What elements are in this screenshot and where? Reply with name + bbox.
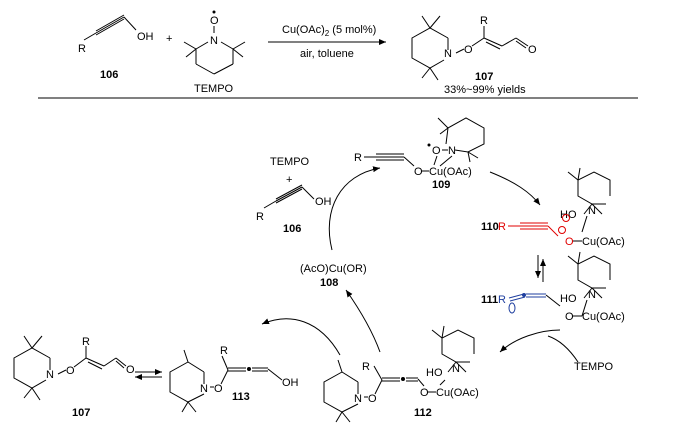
- i112-r-group: R: [362, 361, 370, 373]
- equilibrium-107-113: [135, 369, 162, 380]
- i113-r-group: R: [220, 345, 228, 357]
- i110-nitrogen: N: [588, 205, 596, 217]
- i109-oxygen-cu: O: [414, 166, 423, 178]
- i112-oxygen-cu: O: [420, 387, 429, 399]
- cycle-hydroxyl: OH: [315, 196, 332, 208]
- intermediate-112: N O R O Cu(OAc) N HO 112: [323, 325, 479, 423]
- cycle-product-oxygen: O: [66, 365, 75, 377]
- i110-oxygen-cu: O: [565, 236, 574, 248]
- intermediate-113: N O R OH 113: [169, 345, 299, 413]
- tempo-label: TEMPO: [194, 83, 234, 95]
- compound-107-top: N O R O 107 33%~99% yields: [411, 15, 537, 96]
- i113-oxygen: O: [214, 383, 223, 395]
- product-oxygen: O: [464, 44, 473, 56]
- top-reaction: R OH 106 + O N TEMPO Cu(OAc)2 (5 mol%) a…: [78, 10, 537, 96]
- arrow-109-to-110: [489, 171, 541, 206]
- intermediate-109: R O Cu(OAc) O N 109: [354, 117, 485, 191]
- r-group-label: R: [78, 43, 86, 55]
- i112-nitrogen-right: N: [452, 363, 460, 375]
- i109-oxygen-radical: O: [432, 145, 441, 157]
- arrow-111-to-112: [499, 329, 561, 353]
- i112-hydroxy: HO: [426, 367, 443, 379]
- i113-number: 113: [232, 391, 250, 403]
- i109-nitrogen: N: [448, 145, 456, 157]
- catalyst-conditions: Cu(OAc)2 (5 mol%): [282, 24, 376, 38]
- arrow-112-to-113: [261, 318, 341, 356]
- arrow-112-to-108: [345, 289, 381, 353]
- tempo-incoming-arrow: [547, 335, 579, 363]
- solvent-conditions: air, toluene: [300, 48, 354, 60]
- cycle-number-106: 106: [283, 223, 301, 235]
- i112-copper: Cu(OAc): [436, 387, 479, 399]
- tempo-nitrogen: N: [210, 35, 218, 47]
- i109-copper: Cu(OAc): [429, 166, 472, 178]
- product-r-group: R: [480, 15, 488, 27]
- catalyst-number: 108: [320, 277, 338, 289]
- aldehyde-oxygen: O: [528, 44, 537, 56]
- compound-107-cycle: N O R O 107: [13, 335, 135, 419]
- cycle-product-nitrogen: N: [46, 369, 54, 381]
- cycle-r-group: R: [256, 211, 264, 223]
- i109-r-group: R: [354, 152, 362, 164]
- tempo-incoming-label: TEMPO: [574, 361, 614, 373]
- tempo-oxygen-radical: O: [210, 15, 219, 27]
- cycle-product-r-group: R: [82, 336, 90, 348]
- compound-106-top: R OH 106: [78, 14, 154, 81]
- i111-oxygen-cu: O: [565, 311, 574, 323]
- tempo-structure: O N TEMPO: [183, 10, 246, 95]
- i111-copper: Cu(OAc): [582, 311, 625, 323]
- yield-range: 33%~99% yields: [444, 84, 526, 96]
- cycle-reagents: TEMPO + R OH 106: [256, 156, 332, 235]
- i111-number: 111: [481, 294, 498, 306]
- compound-number-107: 107: [475, 71, 493, 83]
- catalyst-formula: (AcO)Cu(OR): [300, 263, 367, 275]
- i110-copper: Cu(OAc): [582, 236, 625, 248]
- cycle-arrows: [261, 166, 579, 363]
- i110-r-group: R: [498, 221, 506, 233]
- cycle-plus-sign: +: [286, 174, 292, 186]
- hydroxyl-label: OH: [137, 31, 154, 43]
- plus-sign: +: [166, 33, 172, 45]
- catalytic-cycle: TEMPO + R OH 106 R O Cu(OAc) O N: [13, 117, 625, 423]
- i110-number: 110: [481, 221, 499, 233]
- intermediate-110: N HO 110 R O Cu(OAc): [481, 167, 625, 248]
- i113-hydroxyl: OH: [282, 377, 299, 389]
- catalyst-108: (AcO)Cu(OR) 108: [300, 263, 367, 289]
- compound-number-106: 106: [100, 69, 118, 81]
- i111-nitrogen: N: [588, 289, 596, 301]
- cycle-product-aldehyde-oxygen: O: [126, 364, 135, 376]
- arrow-108-to-109: [328, 166, 381, 251]
- i111-hydroxy: HO: [560, 293, 577, 305]
- equilibrium-110-111: [535, 255, 546, 282]
- cycle-number-107: 107: [72, 407, 90, 419]
- i112-number: 112: [414, 407, 432, 419]
- cycle-tempo-label: TEMPO: [270, 156, 310, 168]
- i111-r-group: R: [498, 294, 506, 306]
- i109-number: 109: [432, 179, 450, 191]
- product-nitrogen: N: [444, 48, 452, 60]
- i113-nitrogen: N: [200, 383, 208, 395]
- i112-oxygen-left: O: [368, 393, 377, 405]
- i112-nitrogen-left: N: [354, 393, 362, 405]
- intermediate-111: N HO 111 R O Cu(OAc): [481, 251, 625, 323]
